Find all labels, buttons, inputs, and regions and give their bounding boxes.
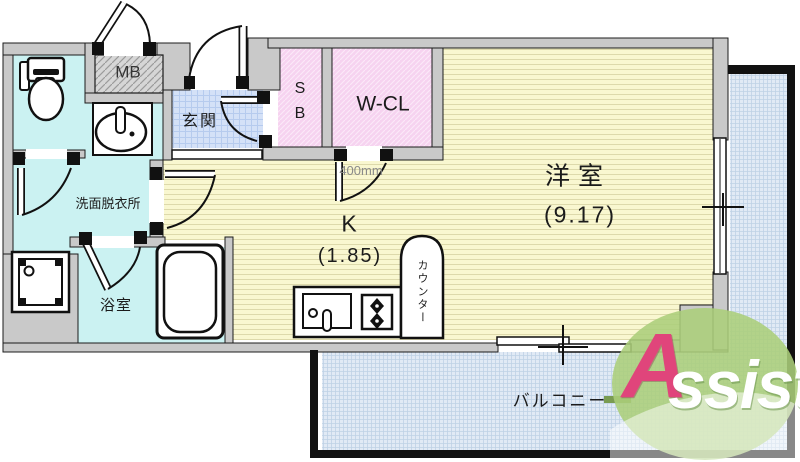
assist-logo: A ssist <box>610 306 800 462</box>
room-label-bathroom: 浴室 <box>99 296 133 314</box>
door-openings <box>26 42 382 248</box>
room-label-sb-line1: S <box>294 80 306 98</box>
room-size-kitchen: (1.85) <box>317 245 383 267</box>
logo-letters: A ssist <box>616 306 800 462</box>
door-width-annotation: 400mm <box>339 162 383 178</box>
bathtub-icon <box>155 243 225 340</box>
meter-box <box>94 54 164 94</box>
counter-label: カウンター <box>416 259 429 325</box>
kitchen-unit-icon <box>292 285 403 339</box>
room-label-balcony: バルコニー <box>512 391 608 411</box>
sink-icon <box>92 102 153 156</box>
balcony-walls <box>310 65 795 458</box>
room-label-sb-line2: B <box>294 105 306 123</box>
counter-icon <box>399 234 445 340</box>
genkan-step <box>171 149 263 160</box>
toilet-icon <box>19 56 66 122</box>
room-size-western-room: (9.17) <box>543 201 617 228</box>
door-jambs <box>13 42 393 245</box>
doors <box>17 0 387 291</box>
room-label-genkan: 玄関 <box>181 113 219 131</box>
room-label-western-room: 洋室 <box>544 162 612 191</box>
room-label-mb: MB <box>115 62 141 82</box>
washing-machine-icon <box>10 250 71 314</box>
room-label-wcl: W-CL <box>356 92 410 116</box>
room-label-washroom: 洗面脱衣所 <box>75 195 141 211</box>
logo-letter-a: A <box>622 315 689 417</box>
window-right <box>702 137 744 275</box>
logo-text: ssist <box>668 347 800 423</box>
room-label-kitchen: K <box>341 210 357 237</box>
